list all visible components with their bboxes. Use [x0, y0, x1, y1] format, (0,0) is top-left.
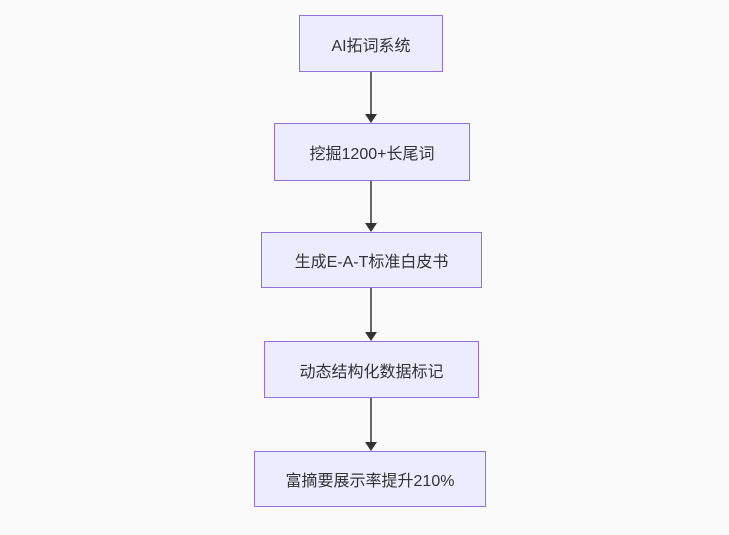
flow-arrow-1 [364, 72, 378, 123]
flow-arrow-3 [364, 288, 378, 341]
node-rich-snippet-uplift: 富摘要展示率提升210% [254, 451, 486, 507]
arrow-down-icon [365, 442, 377, 451]
node-structured-data-markup: 动态结构化数据标记 [264, 341, 479, 398]
node-longtail-keyword-mining: 挖掘1200+长尾词 [274, 123, 470, 181]
flow-arrow-2 [364, 181, 378, 232]
node-label: AI拓词系统 [331, 37, 411, 55]
arrow-line [370, 398, 372, 445]
arrow-line [370, 288, 372, 335]
node-label: 挖掘1200+长尾词 [309, 146, 435, 163]
flow-arrow-4 [364, 398, 378, 451]
arrow-down-icon [365, 223, 377, 232]
arrow-down-icon [365, 114, 377, 123]
arrow-down-icon [365, 332, 377, 341]
arrow-line [370, 181, 372, 226]
arrow-line [370, 72, 372, 117]
node-ai-keyword-system: AI拓词系统 [299, 15, 443, 72]
node-eat-whitepaper: 生成E-A-T标准白皮书 [261, 232, 482, 288]
node-label: 动态结构化数据标记 [299, 363, 444, 381]
node-label: 富摘要展示率提升210% [285, 473, 455, 490]
node-label: 生成E-A-T标准白皮书 [294, 254, 449, 271]
